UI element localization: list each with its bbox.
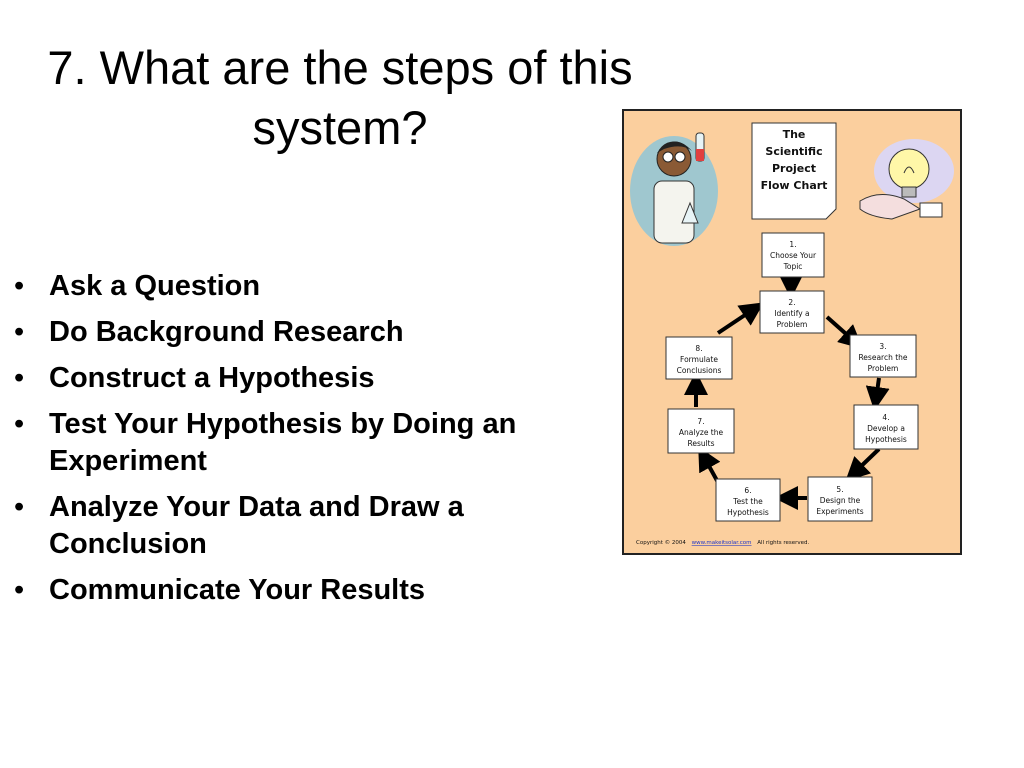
step-text: Hypothesis — [865, 435, 907, 444]
bullet-list: Ask a Question Do Background Research Co… — [12, 268, 612, 618]
flowchart-step: 3. Research the Problem — [849, 334, 917, 378]
step-text: Hypothesis — [727, 508, 769, 517]
bullet-item: Communicate Your Results — [12, 572, 612, 609]
bullet-item: Analyze Your Data and Draw a Conclusion — [12, 489, 612, 563]
step-text: Choose Your — [770, 251, 817, 260]
flowchart-title-note: The Scientific Project Flow Chart — [751, 122, 837, 220]
step-text: Test the — [732, 497, 763, 506]
step-text: Conclusions — [677, 366, 722, 375]
step-text: 1. — [789, 240, 796, 249]
flowchart-title-line: Project — [772, 162, 816, 175]
step-text: Design the — [820, 496, 861, 505]
flowchart-title-line: The — [783, 128, 806, 141]
step-text: Develop a — [867, 424, 905, 433]
scientist-illustration — [630, 132, 718, 246]
step-text: 7. — [697, 417, 704, 426]
flowchart-step: 7. Analyze the Results — [667, 408, 735, 454]
step-text: 5. — [836, 485, 843, 494]
slide-title: 7. What are the steps of this system? — [47, 41, 633, 154]
bullet-item: Do Background Research — [12, 314, 612, 351]
step-text: Problem — [777, 320, 808, 329]
flowchart-svg: The Scientific Project Flow Chart 1. Cho… — [630, 122, 954, 546]
step-text: Topic — [783, 262, 803, 271]
flowchart-step: 2. Identify a Problem — [759, 290, 825, 334]
lightbulb-illustration — [859, 139, 954, 220]
step-text: Formulate — [680, 355, 718, 364]
flowchart-step: 5. Design the Experiments — [807, 476, 873, 522]
step-text: Results — [687, 439, 714, 448]
bullet-item: Construct a Hypothesis — [12, 360, 612, 397]
step-text: 3. — [879, 342, 886, 351]
step-text: Research the — [858, 353, 907, 362]
flowchart-title-line: Flow Chart — [761, 179, 828, 192]
flowchart-step: 1. Choose Your Topic — [761, 232, 825, 278]
step-text: Analyze the — [679, 428, 724, 437]
flowchart-step: 8. Formulate Conclusions — [665, 336, 733, 380]
flowchart-step: 4. Develop a Hypothesis — [853, 404, 919, 450]
step-text: 4. — [882, 413, 889, 422]
step-text: 6. — [744, 486, 751, 495]
step-text: Identify a — [774, 309, 809, 318]
step-text: 2. — [788, 298, 795, 307]
bullet-item: Ask a Question — [12, 268, 612, 305]
step-text: Problem — [868, 364, 899, 373]
copyright-suffix: All rights reserved. — [757, 540, 809, 546]
step-text: 8. — [695, 344, 702, 353]
flowchart-step: 6. Test the Hypothesis — [715, 478, 781, 522]
bullet-item: Test Your Hypothesis by Doing an Experim… — [12, 406, 612, 480]
flowchart-image: The Scientific Project Flow Chart 1. Cho… — [622, 109, 962, 555]
step-text: Experiments — [816, 507, 863, 516]
flowchart-title-line: Scientific — [765, 145, 822, 158]
copyright-link[interactable]: www.makeitsolar.com — [692, 540, 752, 546]
copyright-text: Copyright © 2004 www.makeitsolar.com All… — [636, 539, 810, 546]
copyright-prefix: Copyright © 2004 — [636, 539, 686, 546]
